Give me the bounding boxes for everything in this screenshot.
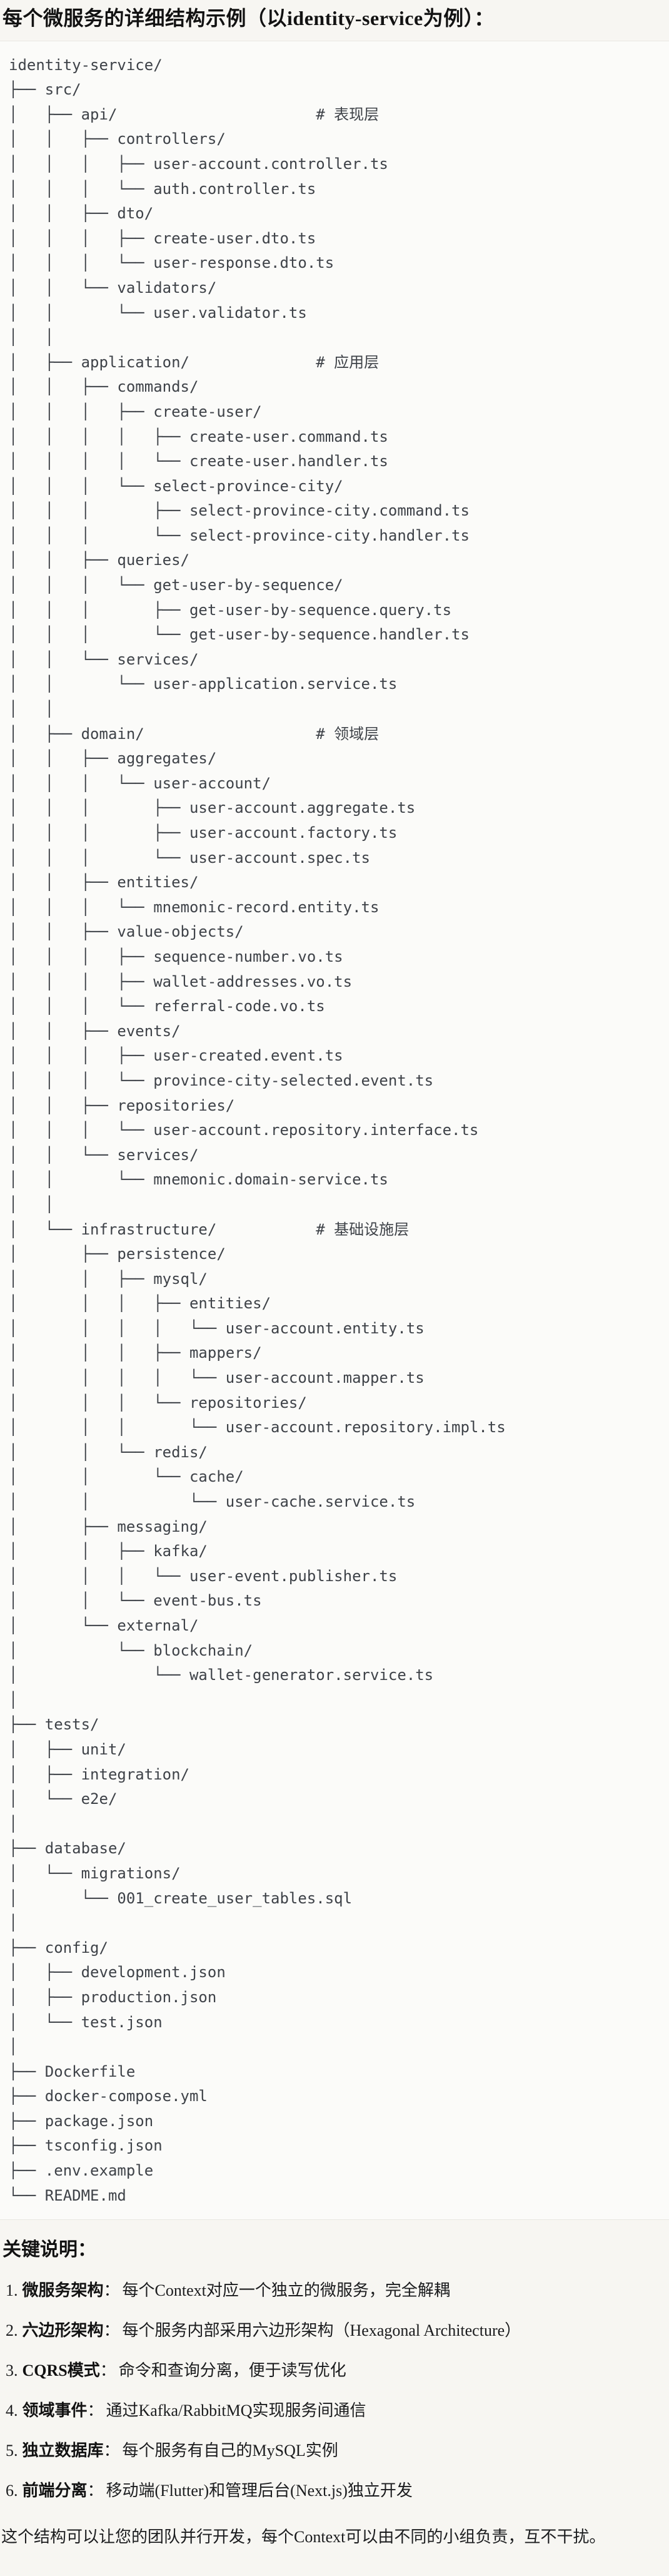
note-text: 前端分离：移动端(Flutter)和管理后台(Next.js)独立开发	[23, 2479, 413, 2503]
note-desc: 每个服务有自己的MySQL实例	[122, 2441, 338, 2460]
closing-paragraph: 这个结构可以让您的团队并行开发，每个Context可以由不同的小组负责，互不干扰…	[1, 2528, 606, 2547]
directory-tree: identity-service/ ├── src/ │ ├── api/ # …	[9, 56, 506, 2204]
note-number: 2.	[6, 2321, 18, 2340]
note-item: 2. 六边形架构：每个服务内部采用六边形架构（Hexagonal Archite…	[1, 2319, 668, 2343]
note-item: 4. 领域事件：通过Kafka/RabbitMQ实现服务间通信	[1, 2399, 668, 2423]
note-number: 6.	[6, 2482, 18, 2500]
note-term: 领域事件	[22, 2401, 88, 2420]
key-notes-section: 关键说明： 1. 微服务架构：每个Context对应一个独立的微服务，完全解耦 …	[0, 2220, 669, 2562]
note-text: 六边形架构：每个服务内部采用六边形架构（Hexagonal Architectu…	[23, 2319, 521, 2343]
note-text: CQRS模式：命令和查询分离，便于读写优化	[23, 2359, 346, 2383]
note-text: 微服务架构：每个Context对应一个独立的微服务，完全解耦	[23, 2279, 450, 2303]
note-number: 3.	[6, 2361, 18, 2380]
note-term: 六边形架构	[22, 2321, 104, 2340]
note-term: 独立数据库	[22, 2441, 104, 2460]
key-notes-list: 1. 微服务架构：每个Context对应一个独立的微服务，完全解耦 2. 六边形…	[1, 2279, 668, 2503]
note-text: 领域事件：通过Kafka/RabbitMQ实现服务间通信	[23, 2399, 366, 2423]
note-colon: ：	[87, 2482, 104, 2500]
note-number: 5.	[6, 2441, 18, 2460]
note-colon: ：	[87, 2401, 104, 2420]
note-desc: 命令和查询分离，便于读写优化	[118, 2361, 346, 2380]
note-colon: ：	[103, 2281, 120, 2300]
note-desc: 通过Kafka/RabbitMQ实现服务间通信	[106, 2401, 366, 2420]
page-title: 每个微服务的详细结构示例（以identity-service为例）：	[3, 7, 495, 29]
note-number: 1.	[6, 2281, 18, 2300]
notes-heading: 关键说明：	[3, 2239, 96, 2261]
note-number: 4.	[6, 2401, 18, 2420]
note-term: 前端分离	[22, 2482, 88, 2500]
note-desc: 每个Context对应一个独立的微服务，完全解耦	[122, 2281, 450, 2300]
note-item: 3. CQRS模式：命令和查询分离，便于读写优化	[1, 2359, 668, 2383]
note-item: 5. 独立数据库：每个服务有自己的MySQL实例	[1, 2439, 668, 2463]
note-item: 1. 微服务架构：每个Context对应一个独立的微服务，完全解耦	[1, 2279, 668, 2303]
note-term: 微服务架构	[22, 2281, 104, 2300]
note-text: 独立数据库：每个服务有自己的MySQL实例	[23, 2439, 338, 2463]
note-desc: 移动端(Flutter)和管理后台(Next.js)独立开发	[106, 2482, 413, 2500]
note-term: CQRS模式	[22, 2361, 100, 2380]
note-colon: ：	[103, 2441, 120, 2460]
note-item: 6. 前端分离：移动端(Flutter)和管理后台(Next.js)独立开发	[1, 2479, 668, 2503]
code-block: identity-service/ ├── src/ │ ├── api/ # …	[0, 40, 669, 2221]
note-desc: 每个服务内部采用六边形架构（Hexagonal Architecture）	[122, 2321, 521, 2340]
note-colon: ：	[99, 2361, 116, 2380]
note-colon: ：	[103, 2321, 120, 2340]
